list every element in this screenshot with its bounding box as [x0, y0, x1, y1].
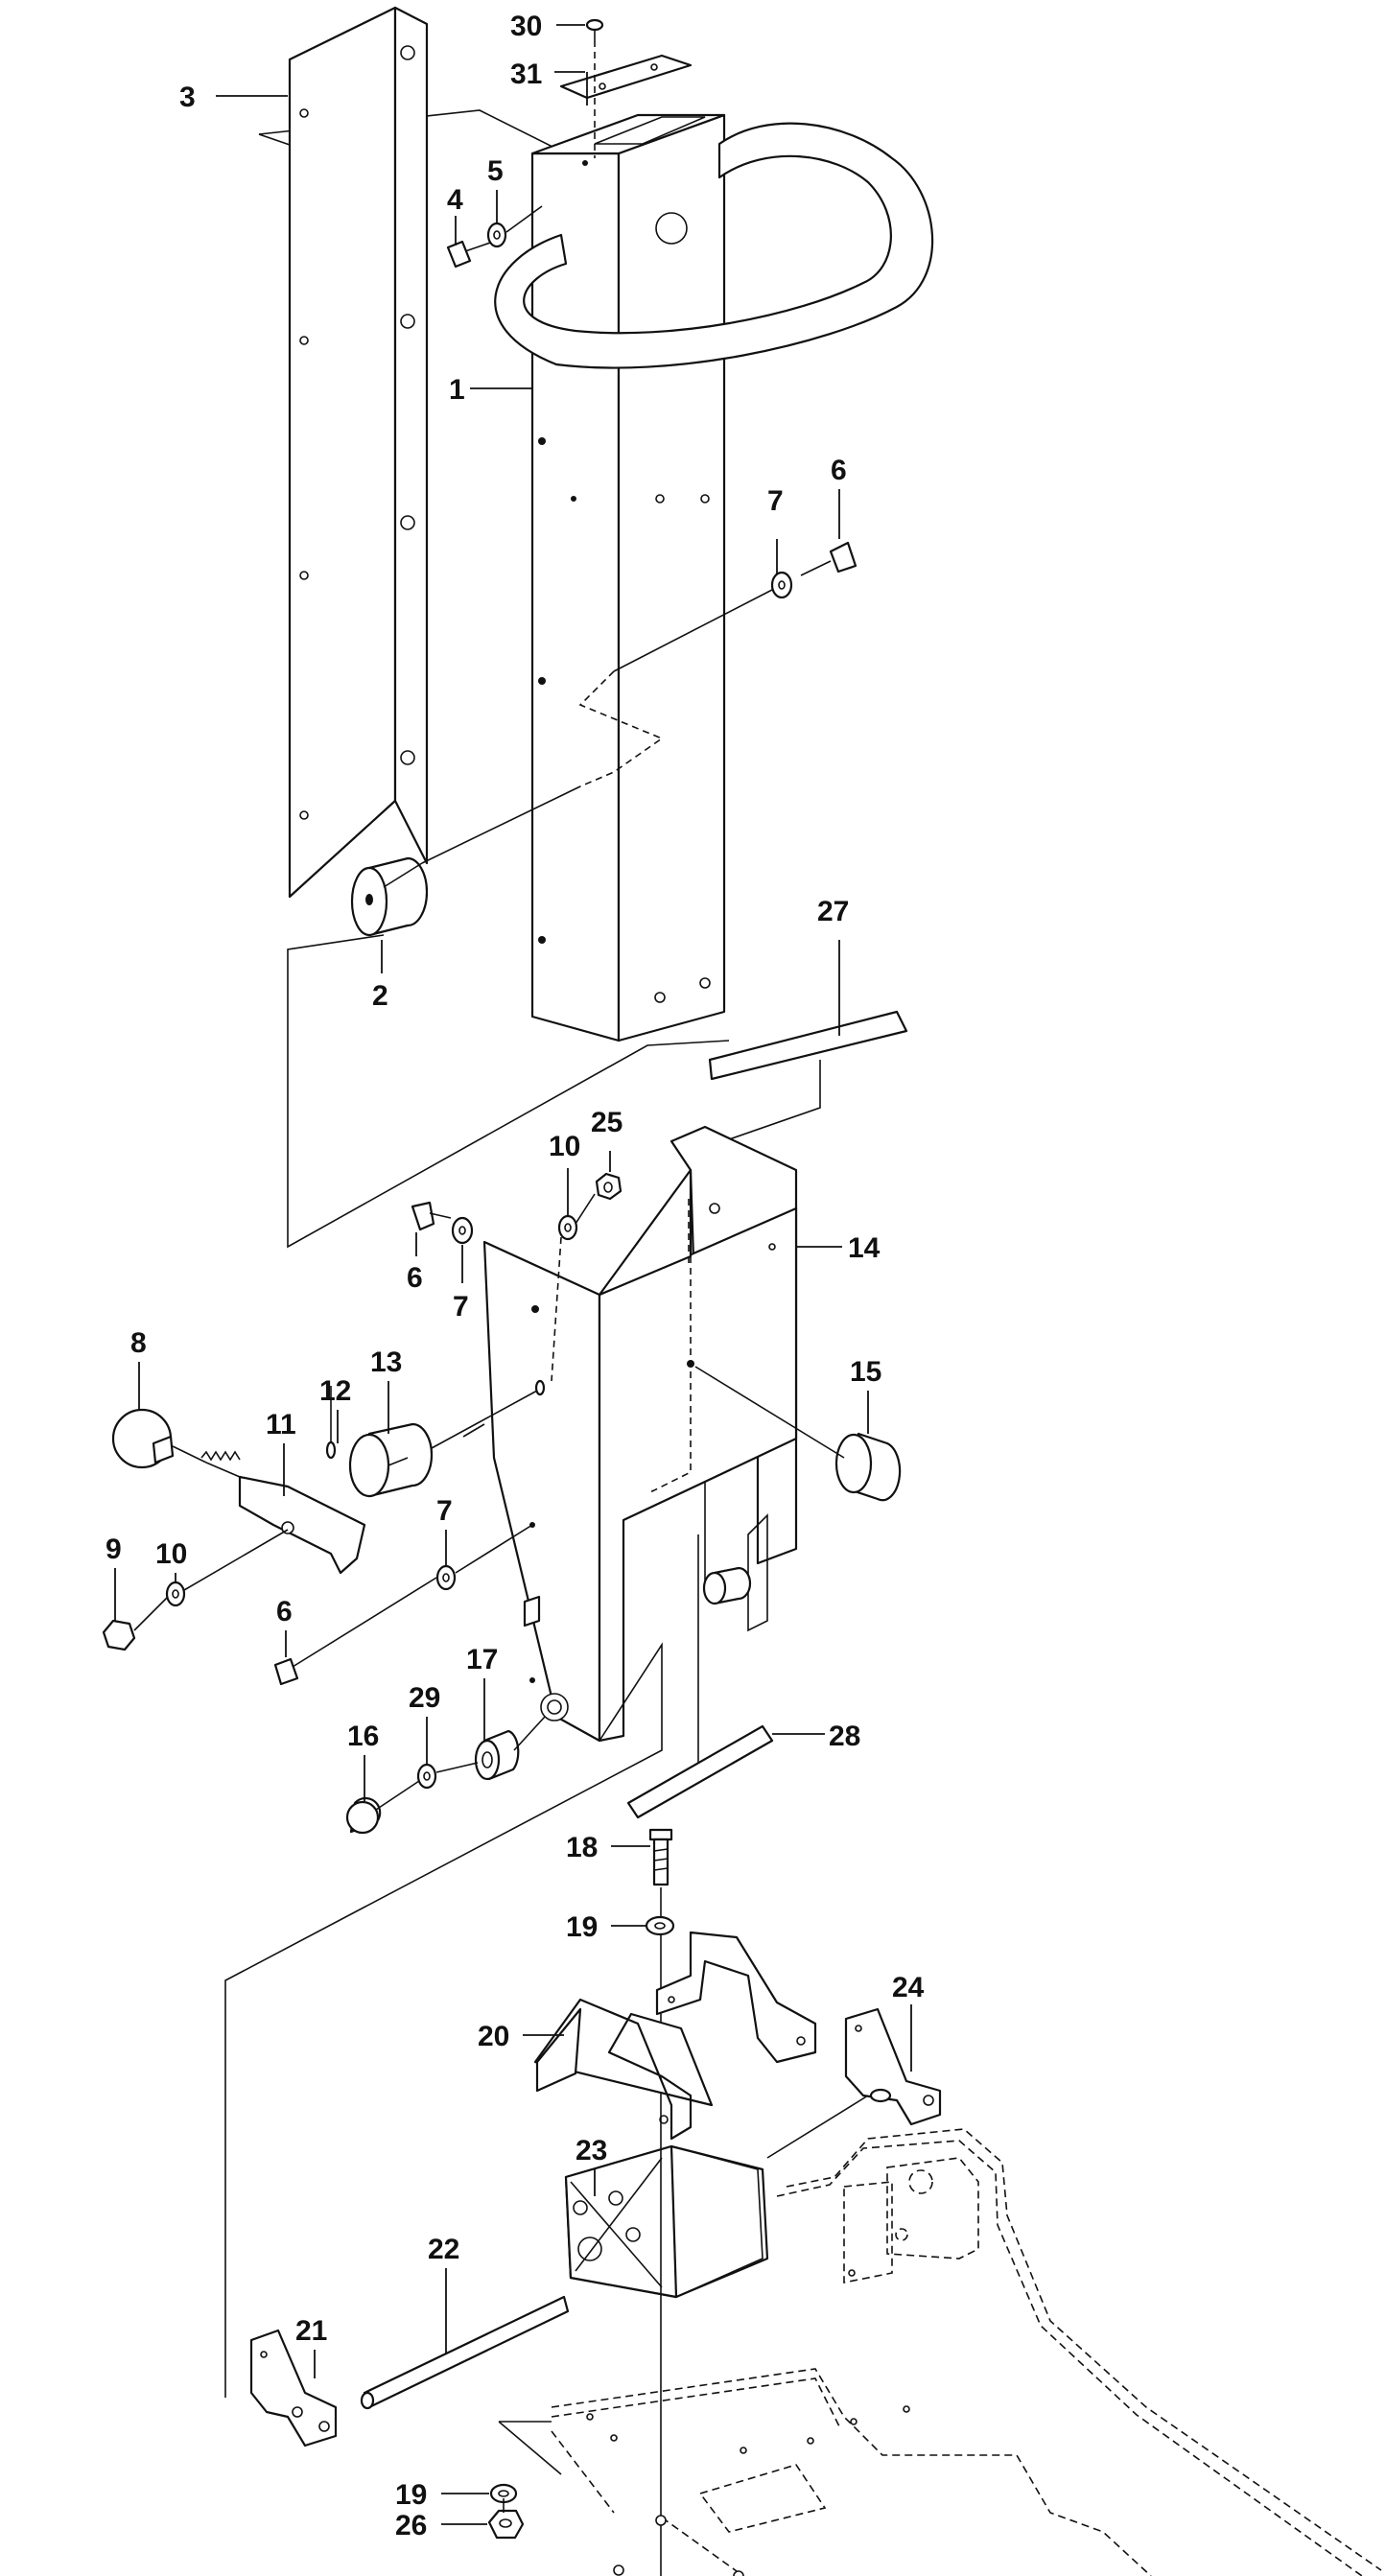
leader-lines [114, 24, 912, 2525]
part-23-square-tube [564, 2144, 769, 2299]
callout-6-lower: 6 [276, 1596, 293, 1628]
callout-20: 20 [478, 2021, 509, 2052]
callout-10-upper: 10 [549, 1131, 580, 1162]
part-21-plate [249, 2329, 338, 2447]
part-6-bolt-lower [273, 1577, 437, 1686]
callout-7-middle: 7 [453, 1291, 469, 1323]
callout-27: 27 [817, 896, 849, 927]
part-18-bolt [648, 1828, 673, 1886]
part-11-lever [200, 1450, 366, 1575]
callout-31: 31 [510, 59, 542, 90]
part-15-bumper [834, 1432, 902, 1502]
part-25-nut [595, 1172, 623, 1201]
callout-12: 12 [319, 1375, 351, 1407]
part-2-bumper [350, 856, 429, 937]
part-30-screw [585, 18, 604, 40]
callout-6-middle: 6 [407, 1262, 423, 1294]
callout-19-upper: 19 [566, 1911, 598, 1943]
callout-23: 23 [576, 2135, 607, 2166]
part-26-nut [487, 2509, 525, 2540]
callout-2: 2 [372, 980, 388, 1012]
assembly-frame-middle [287, 934, 730, 1249]
part-9-nut [102, 1619, 136, 1651]
callout-28: 28 [829, 1721, 860, 1752]
callout-19-lower: 19 [395, 2479, 427, 2511]
part-3-angle-bracket [288, 6, 429, 899]
callout-7-lower: 7 [436, 1495, 453, 1527]
handle-loop [494, 122, 934, 369]
part-7-washer-middle [451, 1216, 474, 1245]
part-19-washer-upper [645, 1915, 675, 1936]
part-5-washer [486, 222, 507, 248]
callout-21: 21 [295, 2315, 327, 2347]
callout-25: 25 [591, 1107, 623, 1138]
part-28-flat-bar [626, 1724, 774, 1819]
part-7-washer-upper [770, 571, 793, 599]
callout-14: 14 [848, 1232, 881, 1264]
callout-15: 15 [850, 1356, 881, 1388]
part-10-washer-lower [165, 1581, 186, 1607]
callout-18: 18 [566, 1832, 598, 1863]
part-16-cap-nut [345, 1796, 382, 1835]
part-7-washer-lower [435, 1564, 457, 1591]
callout-10-lower: 10 [155, 1538, 187, 1570]
part-13-bumper [348, 1422, 434, 1498]
callout-11: 11 [266, 1409, 296, 1440]
part-20-u-bracket [533, 1931, 817, 2141]
callout-26: 26 [395, 2510, 427, 2541]
callout-1: 1 [449, 374, 465, 406]
part-29-washer [416, 1763, 437, 1790]
callout-16: 16 [347, 1721, 379, 1752]
callout-24: 24 [892, 1972, 925, 2003]
callout-3: 3 [179, 82, 196, 113]
callout-8: 8 [130, 1327, 147, 1359]
part-31-cover-plate [559, 54, 693, 100]
part-22-shaft [360, 2295, 570, 2410]
part-17-spacer [474, 1729, 520, 1781]
part-8-knob [111, 1408, 175, 1469]
callout-30: 30 [510, 11, 542, 42]
part-6-bolt-upper [800, 541, 857, 576]
part-10-washer-upper [557, 1214, 578, 1241]
part-14-u-channel [482, 1125, 798, 1743]
part-27-flat-bar [708, 1010, 908, 1081]
base-frame-outline [551, 2128, 1382, 2576]
callout-5: 5 [487, 155, 504, 187]
callout-6-upper: 6 [831, 455, 847, 486]
callout-4: 4 [447, 184, 463, 216]
part-6-bolt-middle [411, 1201, 452, 1231]
callout-13: 13 [370, 1347, 402, 1378]
callout-9: 9 [106, 1534, 122, 1565]
callout-labels: 30 31 3 5 4 1 7 6 2 27 10 25 14 6 7 8 13… [106, 11, 925, 2541]
callout-22: 22 [428, 2234, 459, 2265]
callout-29: 29 [409, 1682, 440, 1714]
part-24-plate [844, 2007, 942, 2126]
callout-7-upper: 7 [767, 485, 784, 517]
callout-17: 17 [466, 1644, 498, 1675]
assembly-frame-lower [224, 1642, 663, 2398]
